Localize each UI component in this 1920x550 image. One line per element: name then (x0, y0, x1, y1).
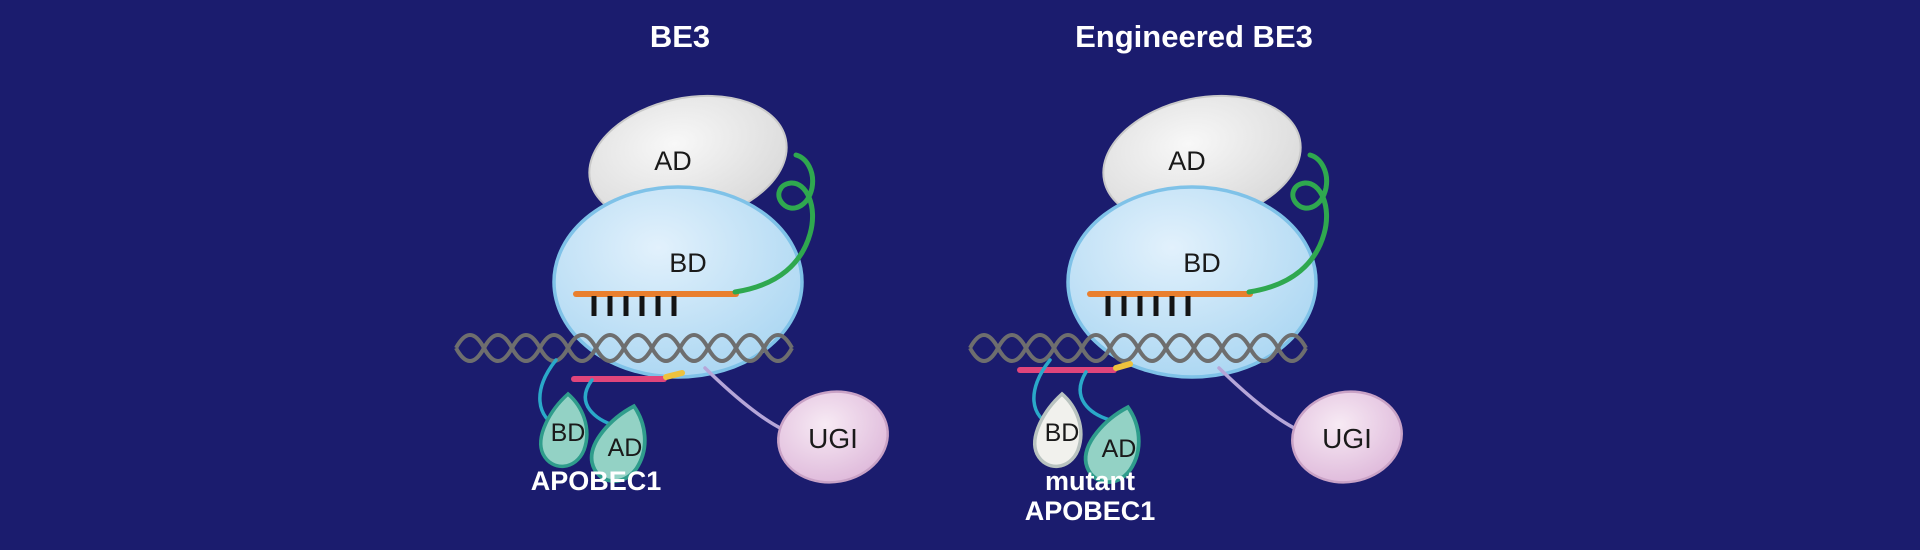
apobec1-ad-leaf-label: AD (1102, 435, 1137, 463)
panel-be3: BE3 AD BD BD AD APOBEC1 UGI (454, 19, 889, 496)
panel-engineered-be3: Engineered BE3 AD BD BD AD mutant APOBEC… (968, 19, 1403, 526)
base-pair-ticks (591, 296, 677, 316)
apobec1-bd-leaf-label: BD (551, 419, 586, 447)
ugi-domain (1291, 390, 1403, 484)
nick-segment (663, 370, 685, 380)
cas9-bd-domain (1066, 185, 1318, 379)
nick-segment (1113, 361, 1133, 371)
ugi-label: UGI (1322, 423, 1372, 454)
cas9-bd-label: BD (669, 248, 707, 278)
cas9-bd-label: BD (1183, 248, 1221, 278)
apobec1-linker (1078, 370, 1112, 422)
panel-title: Engineered BE3 (1075, 19, 1313, 54)
apobec1-bd-leaf-label: BD (1045, 419, 1080, 447)
apobec1-name-line1: mutant (1045, 466, 1135, 496)
sgrna-scaffold (1246, 152, 1330, 295)
ugi-label: UGI (808, 423, 858, 454)
ugi-domain (777, 390, 889, 484)
apobec1-name-line1: APOBEC1 (531, 466, 662, 496)
deaminase-ad-label: AD (654, 146, 692, 176)
dna-double-helix-strand-2 (968, 333, 1308, 363)
apobec1-name-line2: APOBEC1 (1025, 496, 1156, 526)
panel-title: BE3 (650, 19, 710, 54)
dna-double-helix-strand-2 (454, 333, 794, 363)
sgrna-scaffold (732, 152, 816, 295)
apobec1-ad-leaf-label: AD (608, 434, 643, 462)
base-pair-ticks (1105, 296, 1191, 316)
deaminase-ad-label: AD (1168, 146, 1206, 176)
